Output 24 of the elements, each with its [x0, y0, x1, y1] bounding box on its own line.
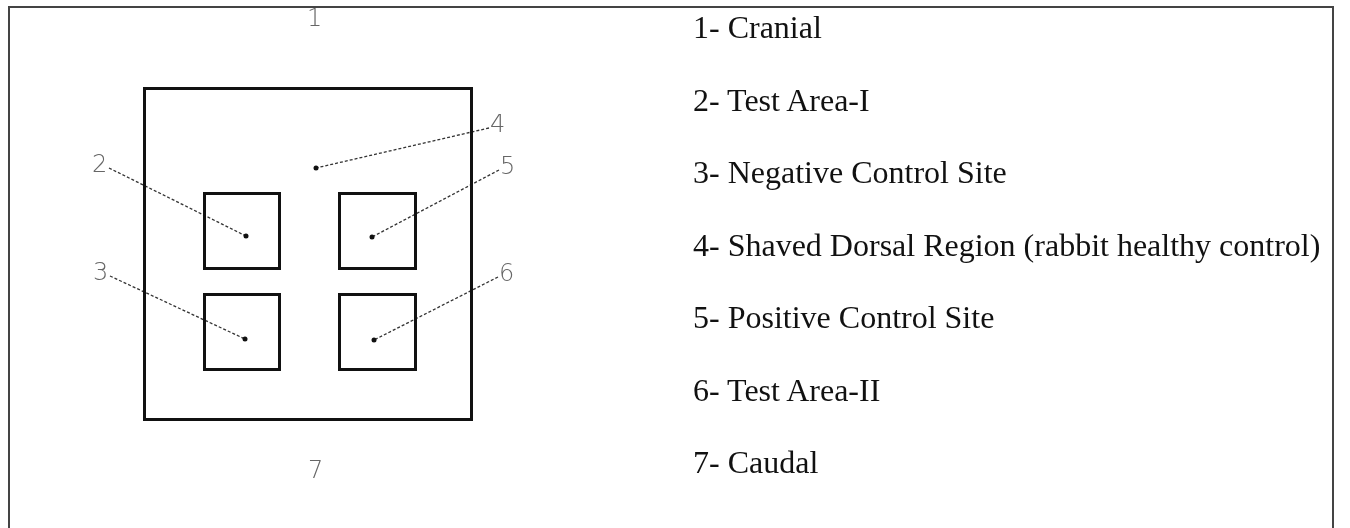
- leader-line: [108, 167, 249, 239]
- direction-number: 1: [307, 4, 323, 32]
- callout-number: 3: [93, 258, 109, 286]
- callout-number: 2: [92, 150, 108, 178]
- direction-number: 7: [308, 456, 324, 484]
- callout-number: 4: [490, 110, 506, 138]
- leader-line: [371, 276, 499, 343]
- leader-line: [313, 127, 490, 171]
- legend-text: 6- Test Area-II: [693, 372, 881, 408]
- legend-text: 2- Test Area-I: [693, 82, 870, 118]
- dorsal-area-outline: [143, 87, 473, 421]
- callout-number: 6: [499, 259, 515, 287]
- leader-line: [109, 275, 248, 342]
- callout-number: 5: [500, 152, 516, 180]
- test-site-square: [203, 293, 281, 371]
- leader-line: [369, 169, 500, 240]
- test-site-square: [338, 293, 417, 371]
- test-site-square: [203, 192, 281, 270]
- legend-text: 3- Negative Control Site: [693, 154, 1007, 190]
- legend-text: 4- Shaved Dorsal Region (rabbit healthy control): [693, 227, 1321, 263]
- legend-text: 1- Cranial: [693, 9, 822, 45]
- legend-text: 5- Positive Control Site: [693, 299, 995, 335]
- test-site-square: [338, 192, 417, 270]
- legend-text: 7- Caudal: [693, 444, 819, 480]
